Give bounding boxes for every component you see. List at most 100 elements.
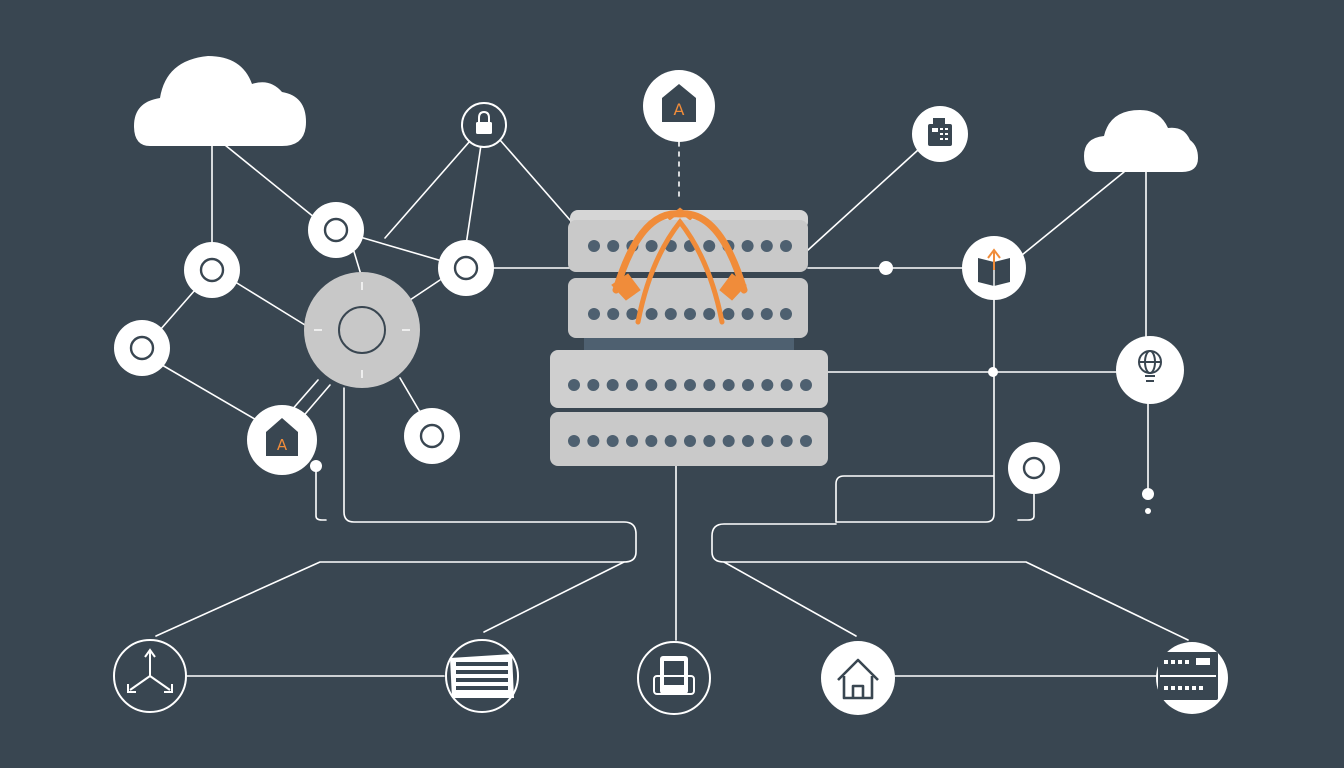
- book-node[interactable]: [962, 236, 1026, 300]
- server-led: [568, 435, 580, 447]
- server-led: [645, 308, 658, 320]
- ring-node[interactable]: [114, 320, 170, 376]
- server-led: [607, 308, 620, 320]
- link-ring-to-lock: [384, 124, 485, 239]
- server-led: [645, 240, 658, 252]
- link-hub-to-ring-bottom: [399, 377, 421, 413]
- server-stack[interactable]: [550, 210, 828, 466]
- server-led: [760, 308, 773, 320]
- server-led: [568, 379, 580, 391]
- server-led: [664, 308, 677, 320]
- link-ring-mid-to-hub: [409, 279, 441, 301]
- server-led: [742, 379, 754, 391]
- server-rack-icon: [1158, 652, 1218, 700]
- link-bus-to-building: [483, 561, 625, 633]
- ring-node[interactable]: [184, 242, 240, 298]
- building-node[interactable]: [445, 639, 519, 713]
- fax-node[interactable]: [912, 106, 968, 162]
- link-ring-left-to-ring-far: [159, 289, 196, 331]
- tri-arrows-icon: [127, 648, 173, 693]
- globe-bulb-icon: [1138, 350, 1162, 382]
- link-server-to-fax: [807, 149, 919, 251]
- ring-node[interactable]: [438, 240, 494, 296]
- rack-node[interactable]: [1156, 642, 1228, 714]
- book-icon: [978, 248, 1010, 286]
- server-led: [703, 379, 716, 391]
- server-stack-icon: [550, 210, 828, 466]
- cloud-left: [134, 56, 306, 146]
- server-led: [588, 308, 600, 320]
- central-hub[interactable]: [304, 272, 420, 388]
- ring-node[interactable]: [308, 202, 364, 258]
- server-led: [626, 379, 638, 391]
- ring-node[interactable]: [404, 408, 460, 464]
- server-led: [722, 308, 735, 320]
- building-icon: [450, 654, 514, 698]
- server-led: [780, 240, 792, 252]
- junction-dot: [1145, 508, 1151, 514]
- cloud-icon: [134, 56, 306, 146]
- cloud-icon: [1084, 110, 1198, 172]
- hub-icon: [338, 306, 386, 354]
- server-led: [587, 435, 600, 447]
- server-led: [606, 379, 619, 391]
- link-bus-to-home: [723, 561, 857, 637]
- server-led: [684, 435, 696, 447]
- phone-device-icon: [653, 656, 695, 695]
- server-led: [722, 379, 735, 391]
- server-led: [741, 240, 754, 252]
- link-ring-left-to-hub: [231, 279, 306, 326]
- junction-dot: [988, 367, 998, 377]
- ring-node[interactable]: [1008, 442, 1060, 494]
- server-led: [780, 379, 793, 391]
- junction-dot: [879, 261, 893, 275]
- server-led: [588, 240, 600, 252]
- server-led-dots: [568, 240, 812, 447]
- link-lock-to-server: [499, 139, 571, 221]
- home-outline-node[interactable]: [821, 641, 895, 715]
- fax-icon: [928, 118, 952, 146]
- server-led: [722, 435, 735, 447]
- house-left-node[interactable]: A: [247, 405, 317, 475]
- house-left-label: A: [277, 436, 288, 454]
- link-cloud-left-to-ring-top: [224, 144, 321, 223]
- junction-dot: [1142, 488, 1154, 500]
- phone-node[interactable]: [637, 641, 711, 715]
- link-hub-bus-left: [155, 387, 637, 637]
- server-led: [761, 435, 774, 447]
- link-bus-right: [711, 523, 1189, 641]
- server-led: [703, 435, 716, 447]
- server-led: [703, 240, 716, 252]
- globe-bulb-node[interactable]: [1116, 336, 1184, 404]
- server-led: [664, 435, 677, 447]
- server-led: [800, 435, 812, 447]
- house-top-node[interactable]: A: [643, 70, 715, 142]
- junction-dots: [310, 261, 1154, 514]
- link-ring-right-tail: [1017, 493, 1035, 521]
- server-led: [780, 308, 792, 320]
- server-led: [626, 308, 639, 320]
- server-led: [626, 435, 638, 447]
- house-icon: A: [662, 84, 696, 122]
- server-led: [800, 379, 812, 391]
- home-outline-icon: [837, 658, 879, 700]
- lock-node[interactable]: [461, 102, 507, 148]
- server-led: [741, 308, 754, 320]
- server-led: [684, 379, 696, 391]
- server-led: [761, 379, 774, 391]
- server-led: [645, 379, 658, 391]
- junction-dot: [310, 460, 322, 472]
- server-led: [780, 435, 793, 447]
- server-led: [684, 308, 696, 320]
- server-led: [645, 435, 658, 447]
- link-hub-to-house: [289, 379, 319, 413]
- cloud-right: [1084, 110, 1198, 172]
- accent-arch: [611, 207, 748, 325]
- server-led: [606, 435, 619, 447]
- server-led: [587, 379, 600, 391]
- lock-icon: [476, 110, 492, 134]
- server-led: [664, 379, 677, 391]
- arrows-node[interactable]: [113, 639, 187, 713]
